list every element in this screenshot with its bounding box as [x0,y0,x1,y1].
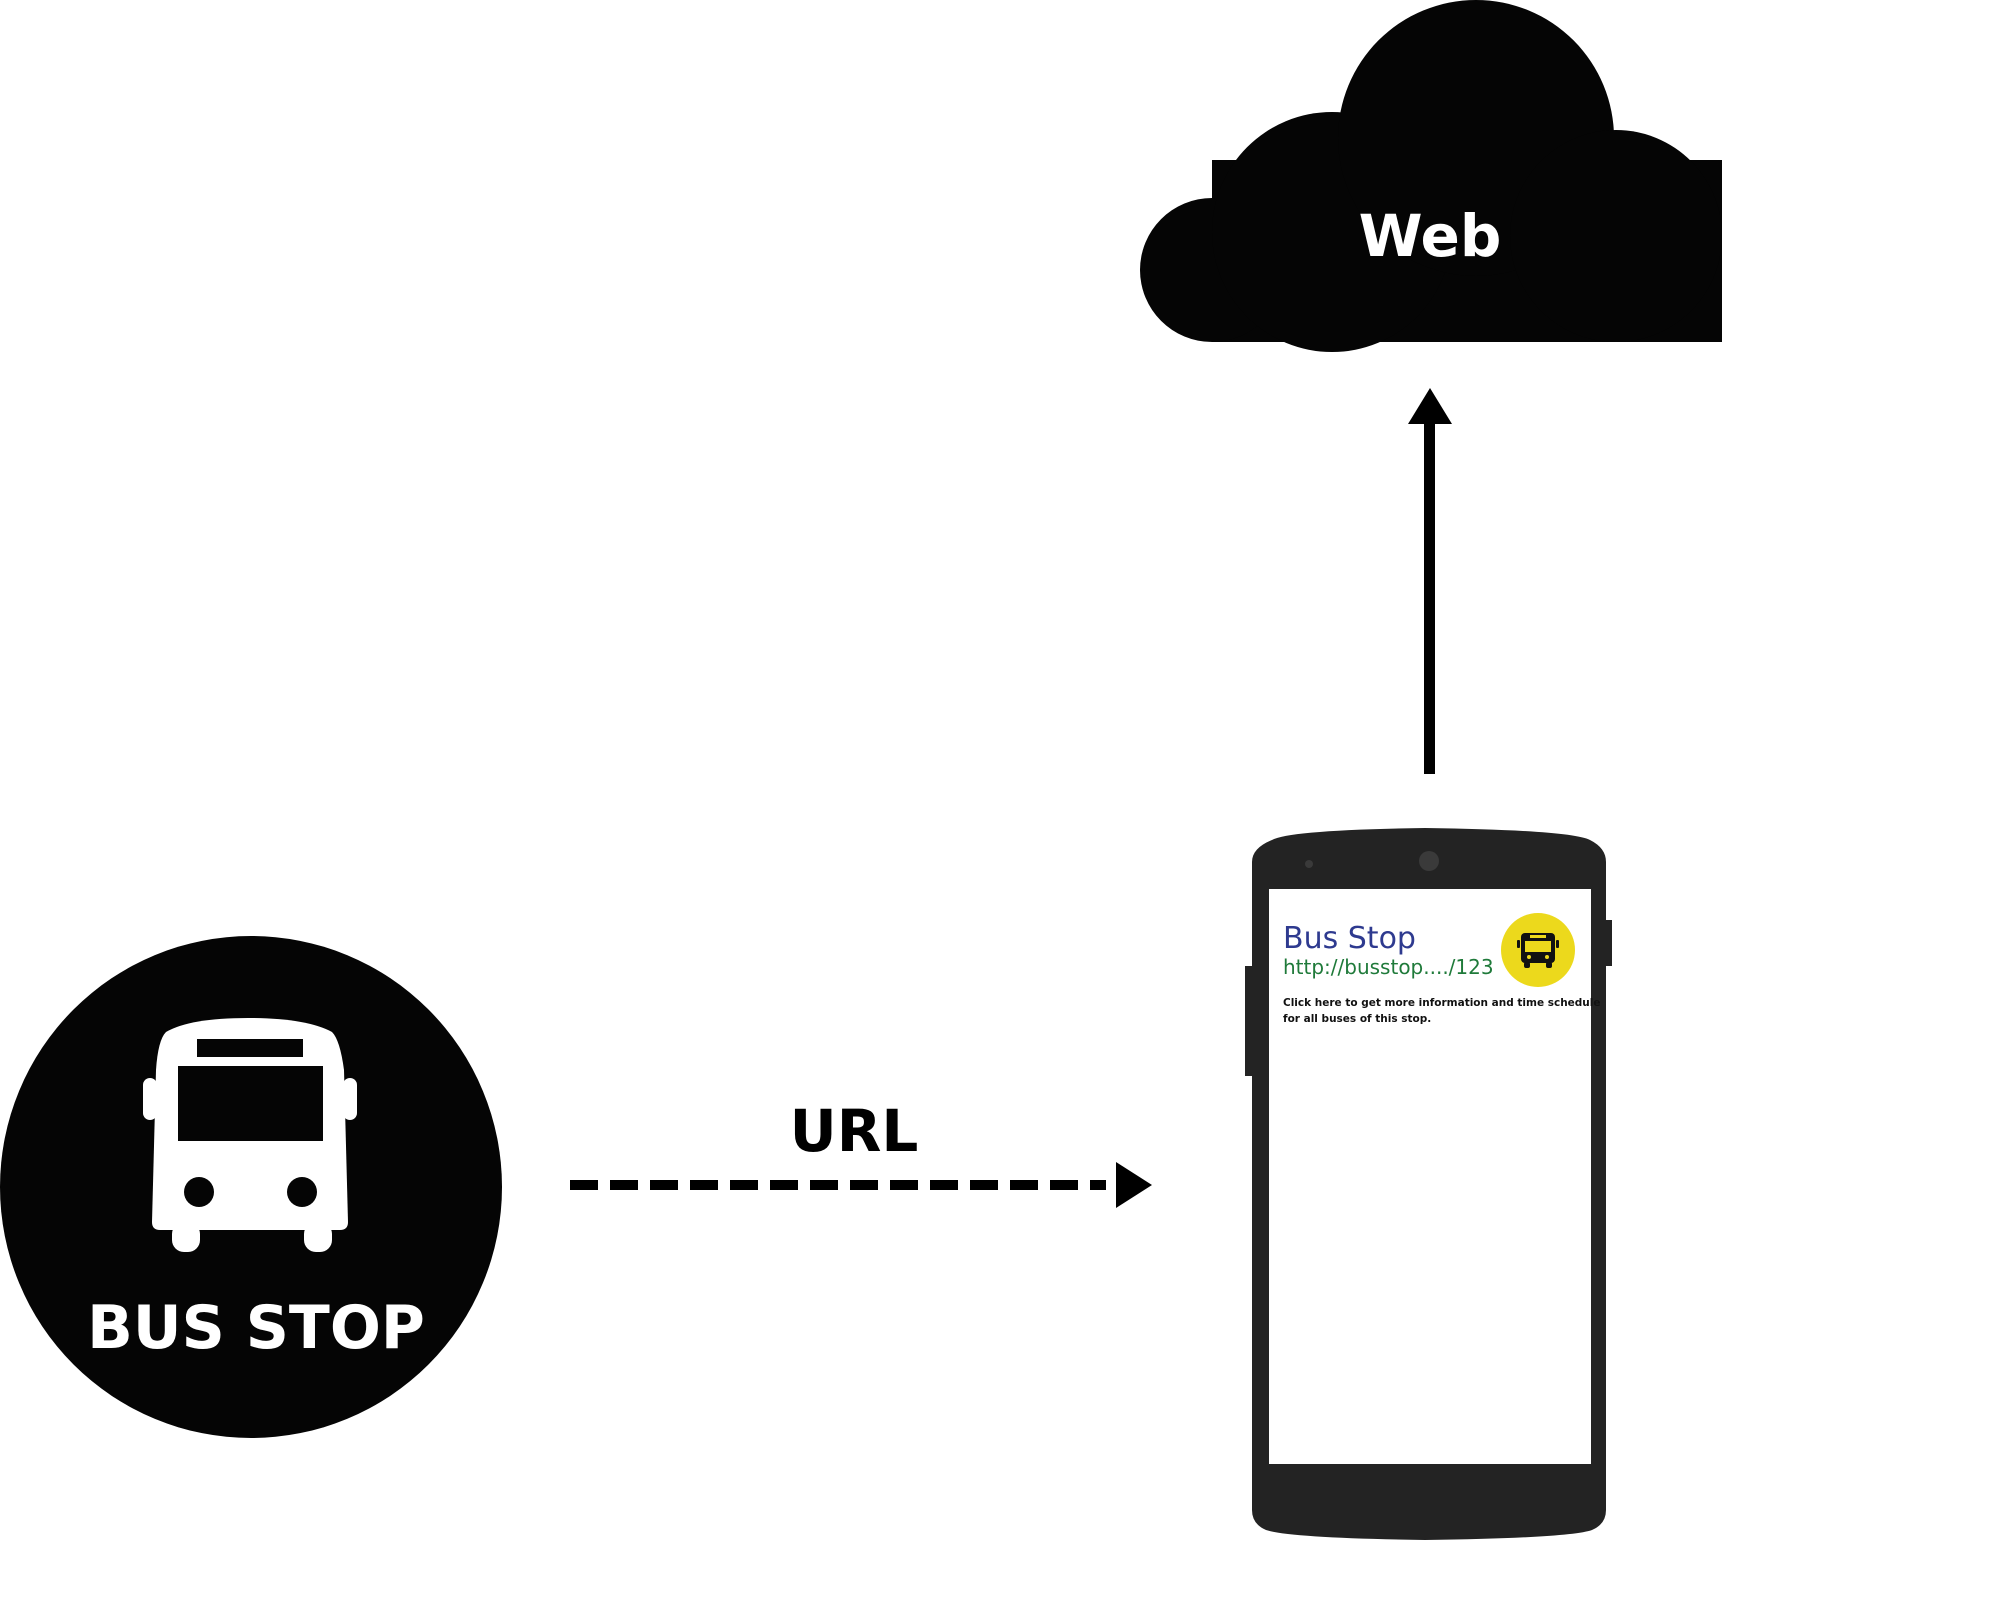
phone-side-button-left [1245,966,1252,1076]
smartphone-icon: Bus Stop http://busstop..../123 Click he… [1245,828,1612,1540]
url-edge: URL [570,1097,1152,1208]
screen-description-line1: Click here to get more information and t… [1283,997,1601,1009]
bus-icon-details [178,1039,323,1207]
bus-stop-label: BUS STOP [87,1293,425,1363]
url-label: URL [790,1097,919,1165]
dashed-arrow-head [1116,1162,1152,1208]
screen-description-line2: for all buses of this stop. [1283,1013,1431,1025]
web-label: Web [1359,202,1502,270]
screen-url-link[interactable]: http://busstop..../123 [1283,955,1494,979]
arrow-up-icon [1408,388,1452,774]
phone-sensor [1305,860,1313,868]
phone-side-button-right [1605,920,1612,966]
screen-title[interactable]: Bus Stop [1283,921,1416,956]
web-cloud-node: Web [1140,0,1722,352]
bus-badge-icon [1501,913,1575,987]
phone-camera [1419,851,1439,871]
cloud-icon [1140,0,1722,352]
bus-stop-node: BUS STOP [0,936,502,1438]
